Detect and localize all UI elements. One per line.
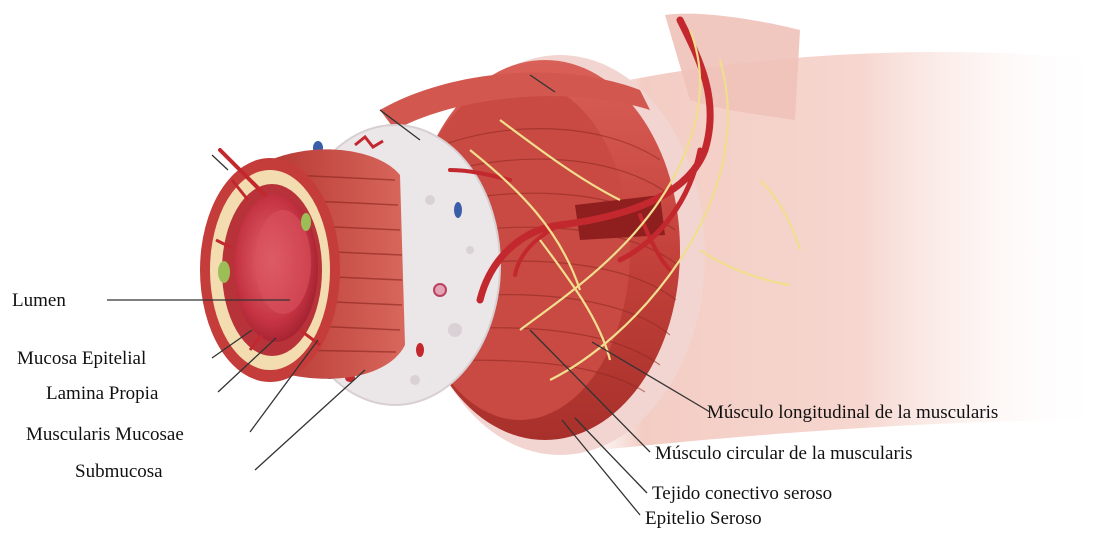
label-muscularis-mucosae: Muscularis Mucosae (26, 425, 184, 444)
label-mucosa-epitelial: Mucosa Epitelial (17, 349, 146, 368)
label-lamina-propia: Lamina Propia (46, 384, 158, 403)
front-face (200, 158, 340, 382)
label-musculo-longitudinal: Músculo longitudinal de la muscularis (707, 403, 998, 422)
label-lumen: Lumen (12, 291, 66, 310)
label-musculo-circular: Músculo circular de la muscularis (655, 444, 912, 463)
leader-submucosa (255, 370, 365, 470)
label-epitelio-seroso: Epitelio Seroso (645, 509, 762, 528)
label-tejido-conectivo: Tejido conectivo seroso (652, 484, 832, 503)
label-submucosa: Submucosa (75, 462, 163, 481)
